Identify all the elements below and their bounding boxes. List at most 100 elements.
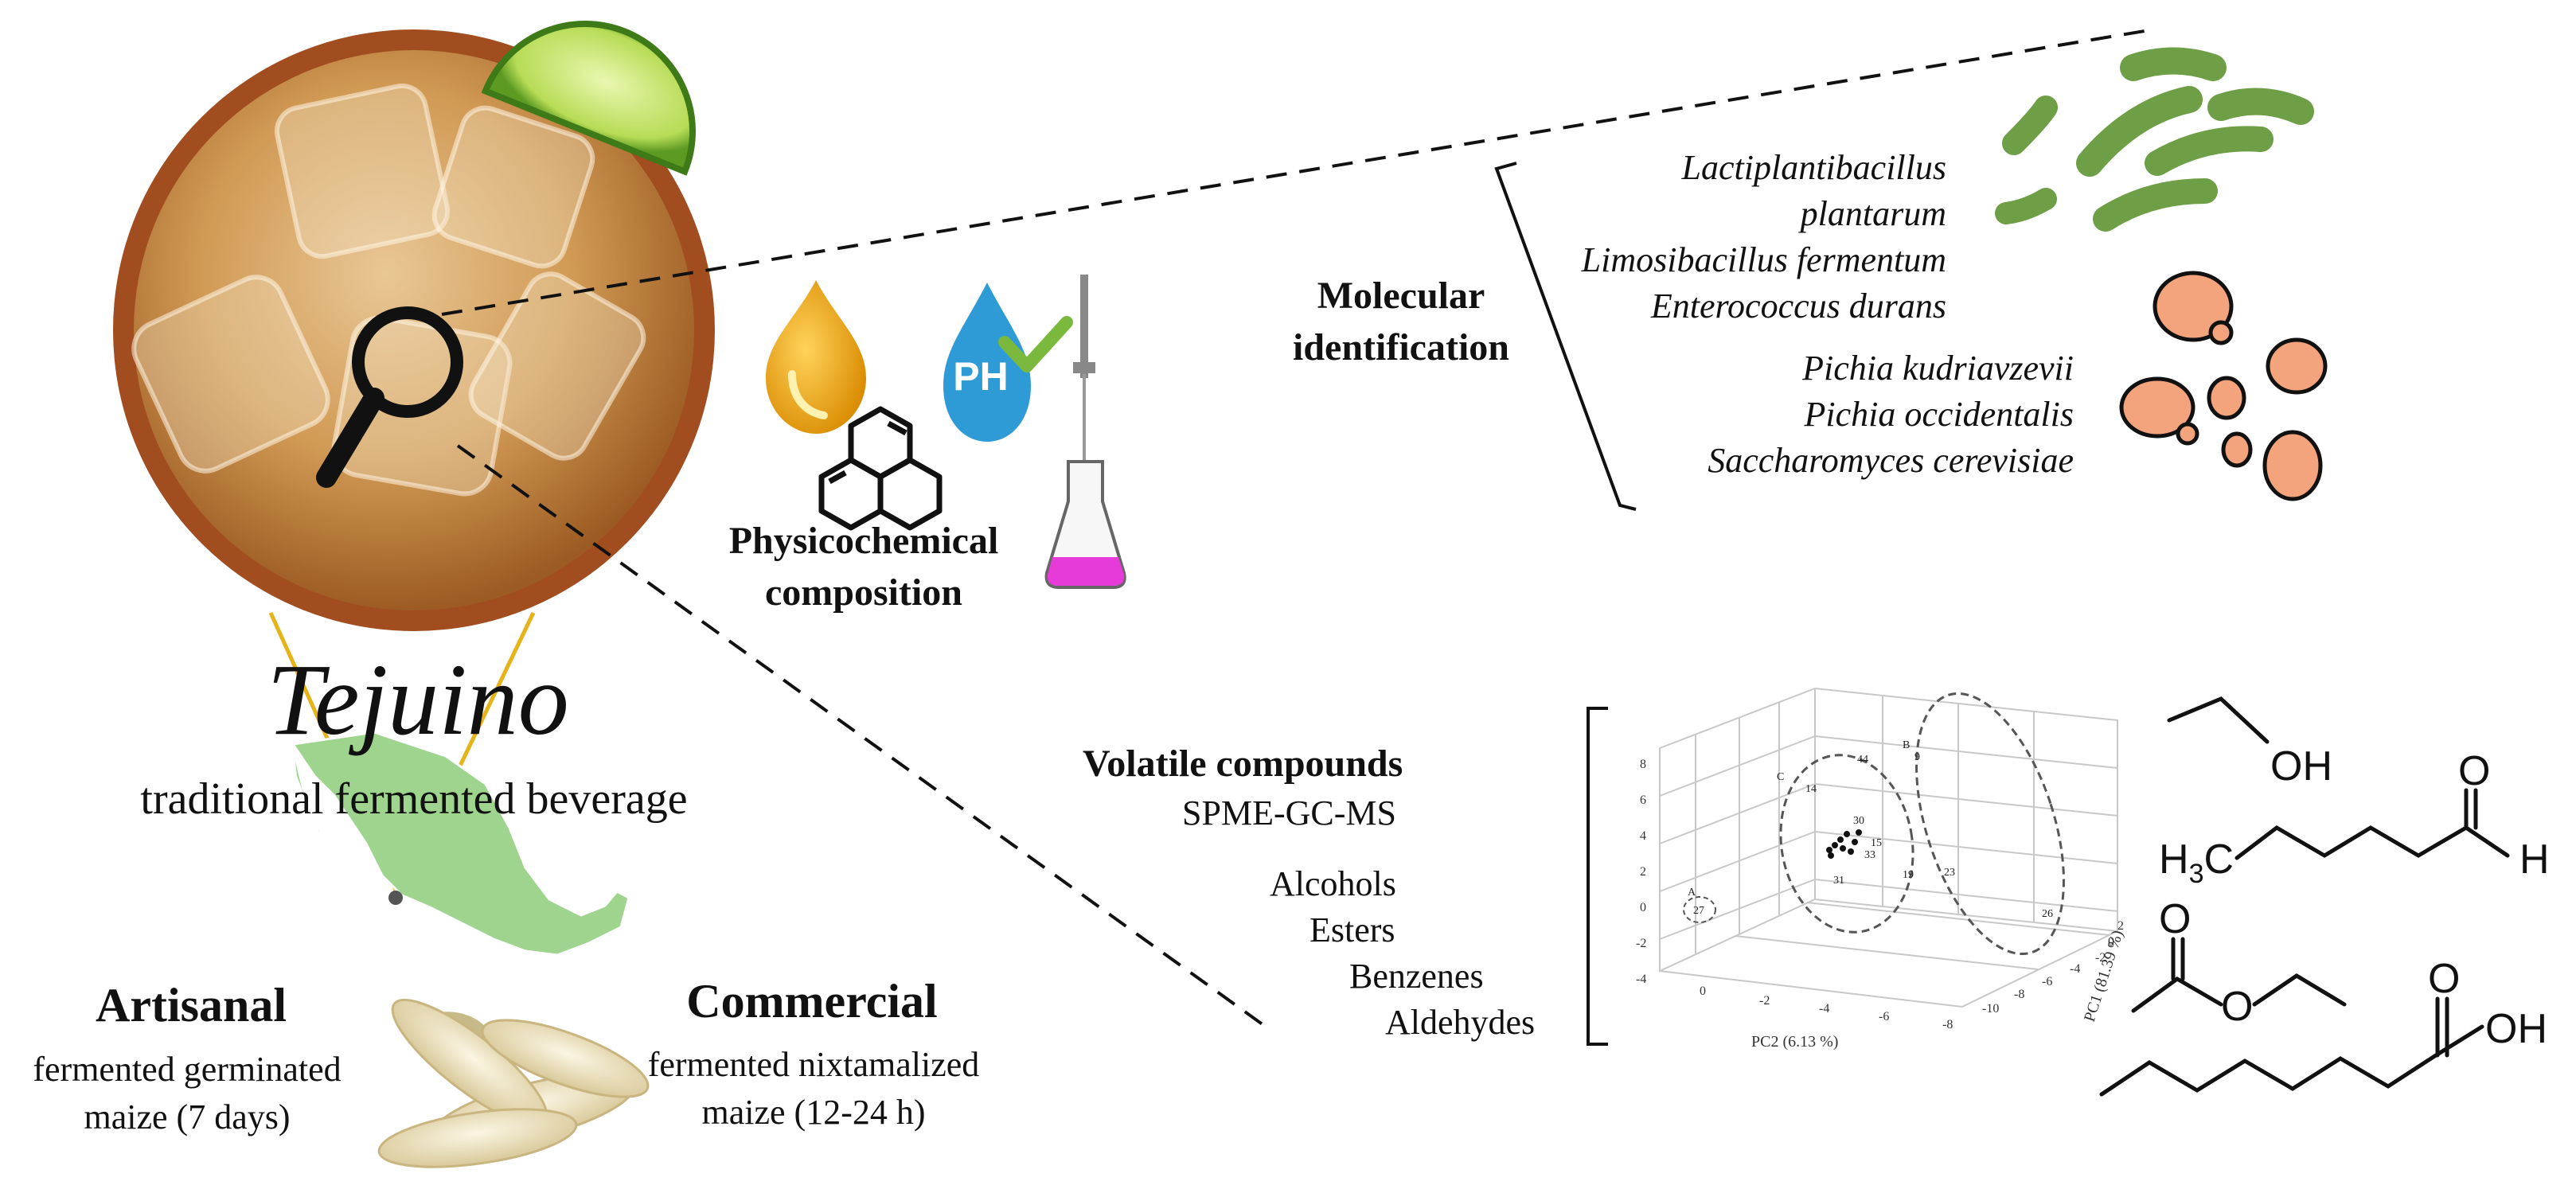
point-label: 23 — [1944, 867, 1955, 879]
ph-label: PH — [953, 354, 1008, 399]
point-label: 9 — [1914, 751, 1920, 763]
y-tick: -6 — [2042, 975, 2052, 988]
commercial-line1: fermented nixtamalized — [648, 1045, 980, 1084]
maize-cobs-image — [377, 998, 650, 1168]
yeast-name: Pichia kudriavzevii — [1801, 349, 2074, 388]
hexanal-structure: H3C O H — [2159, 748, 2550, 889]
bacteria-name: plantarum — [1798, 194, 1946, 233]
octanoic-acid-structure: O OH — [2099, 956, 2547, 1097]
magnifier-icon — [316, 306, 463, 488]
volatile-title: Volatile compounds — [1083, 743, 1403, 785]
ice-cube — [468, 271, 646, 461]
pca-x-axis-label: PC2 (6.13 %) — [1751, 1033, 1838, 1051]
z-tick: 0 — [1640, 901, 1646, 914]
point-label: 27 — [1693, 905, 1704, 917]
compound-class: Aldehydes — [1385, 1003, 1535, 1042]
species-bracket — [1494, 162, 1637, 511]
pca-points — [1826, 829, 1862, 859]
beverage-subtitle: traditional fermented beverage — [140, 774, 687, 824]
point-label: 19 — [1903, 869, 1914, 881]
artisanal-line1: fermented germinated — [33, 1050, 341, 1089]
physicochemical-label-line1: Physicochemical — [729, 520, 999, 562]
ethanol-oh: OH — [2270, 743, 2332, 789]
x-tick: 0 — [1700, 984, 1706, 998]
pca-y-axis-label: PC1 (81.39 %) — [2081, 928, 2127, 1023]
volatile-method: SPME-GC-MS — [1182, 793, 1396, 832]
hexanal-h: H — [2519, 836, 2550, 883]
x-tick: -6 — [1879, 1010, 1889, 1023]
molecular-label-line1: Molecular — [1317, 275, 1485, 317]
point-label: 33 — [1864, 849, 1875, 861]
point-label: 30 — [1853, 815, 1864, 827]
z-tick: 2 — [1640, 865, 1646, 879]
artisanal-line2: maize (7 days) — [84, 1097, 291, 1136]
ester-carbonyl-o: O — [2159, 896, 2191, 942]
y-tick: -8 — [2014, 988, 2024, 1001]
bacteria-list: Lactiplantibacillus plantarum Limosibaci… — [1581, 148, 1946, 326]
titration-flask-icon — [1044, 275, 1126, 589]
hexanal-h3c: H3C — [2159, 836, 2234, 889]
ice-cube — [274, 83, 451, 259]
yeast-list: Pichia kudriavzevii Pichia occidentalis … — [1708, 349, 2074, 480]
y-tick: -10 — [1982, 1002, 1999, 1016]
group-label: B — [1903, 739, 1910, 751]
z-tick: 4 — [1640, 829, 1646, 843]
pca-bracket — [1587, 707, 1608, 1046]
y-tick: 2 — [2117, 919, 2124, 933]
y-tick: -4 — [2070, 962, 2080, 976]
pca-3d-plot: 8 6 4 2 0 -2 -4 0 -2 -4 -6 -8 2 0 -2 -4 … — [1636, 687, 2127, 1051]
x-tick: -4 — [1819, 1002, 1829, 1016]
compound-class: Esters — [1309, 910, 1395, 949]
ph-drop-icon: PH — [943, 283, 1073, 442]
ice-cube — [131, 275, 330, 474]
point-label: 26 — [2042, 908, 2053, 920]
x-tick: -2 — [1759, 994, 1770, 1008]
commercial-line2: maize (12-24 h) — [702, 1093, 926, 1132]
molecular-label-line2: identification — [1293, 326, 1509, 368]
physicochemical-label-line2: composition — [765, 571, 962, 614]
bacteria-name: Enterococcus durans — [1650, 287, 1946, 326]
y-tick: 0 — [2108, 935, 2114, 949]
acid-carbonyl-o: O — [2428, 956, 2460, 1002]
point-label: 15 — [1871, 837, 1882, 849]
ice-cube — [431, 105, 595, 269]
zoom-line-upper — [441, 29, 2150, 316]
z-tick: 6 — [1640, 793, 1646, 807]
jalisco-marker — [388, 891, 403, 905]
group-label: A — [1688, 887, 1696, 899]
cluster-c — [1779, 754, 1914, 934]
x-tick: -8 — [1942, 1018, 1953, 1031]
mexico-map — [291, 731, 630, 957]
hexanal-o: O — [2458, 748, 2490, 794]
artisanal-title: Artisanal — [96, 979, 287, 1031]
point-label: 44 — [1857, 754, 1868, 766]
point-label: 31 — [1833, 875, 1844, 887]
drink-surface — [134, 50, 694, 610]
commercial-title: Commercial — [686, 975, 937, 1027]
bacteria-name: Limosibacillus fermentum — [1581, 240, 1946, 279]
yeast-name: Saccharomyces cerevisiae — [1708, 441, 2074, 480]
cluster-a — [1683, 896, 1716, 923]
group-label: C — [1777, 771, 1784, 783]
ethanol-structure: OH — [2167, 696, 2332, 789]
check-icon — [998, 316, 1073, 372]
point-label: 14 — [1805, 783, 1817, 795]
compound-class: Benzenes — [1349, 957, 1484, 996]
cluster-b — [1915, 692, 2065, 956]
aromatic-ring-icon — [818, 406, 943, 531]
bacteria-rods-icon — [1995, 47, 2314, 232]
z-tick: 8 — [1640, 758, 1646, 771]
compound-class: Alcohols — [1270, 864, 1396, 903]
bacteria-name: Lactiplantibacillus — [1681, 148, 1946, 187]
oil-drop-icon — [766, 280, 866, 434]
y-tick: -2 — [2095, 951, 2106, 965]
ester-ether-o: O — [2221, 984, 2253, 1030]
lime-slice — [481, 21, 696, 176]
yeast-name: Pichia occidentalis — [1804, 395, 2074, 434]
z-tick: -2 — [1636, 937, 1646, 950]
ethyl-acetate-structure: O O — [2131, 896, 2347, 1030]
acid-oh: OH — [2485, 1006, 2547, 1052]
yeast-cells-icon — [2119, 271, 2328, 501]
z-tick: -4 — [1636, 973, 1646, 986]
pca-grid — [1659, 687, 2118, 1008]
